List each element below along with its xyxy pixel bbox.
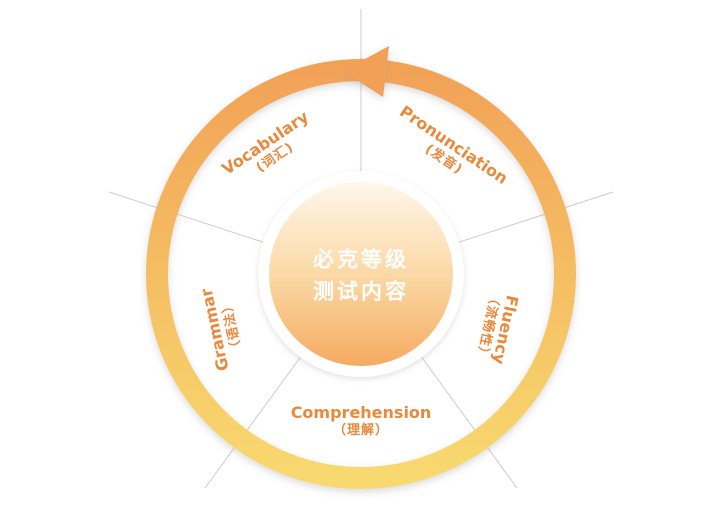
counterclockwise-arrow-icon	[343, 46, 389, 97]
segment-label-comprehension: Comprehension （理解）	[291, 403, 432, 439]
segment-label-zh: （理解）	[332, 422, 389, 438]
segment-label-en: Comprehension	[290, 402, 432, 422]
center-title-line2: 测试内容	[313, 279, 409, 303]
center-circle	[269, 182, 453, 366]
center-title-line1: 必克等级	[313, 247, 409, 272]
center-title: 必克等级 测试内容	[313, 245, 409, 308]
